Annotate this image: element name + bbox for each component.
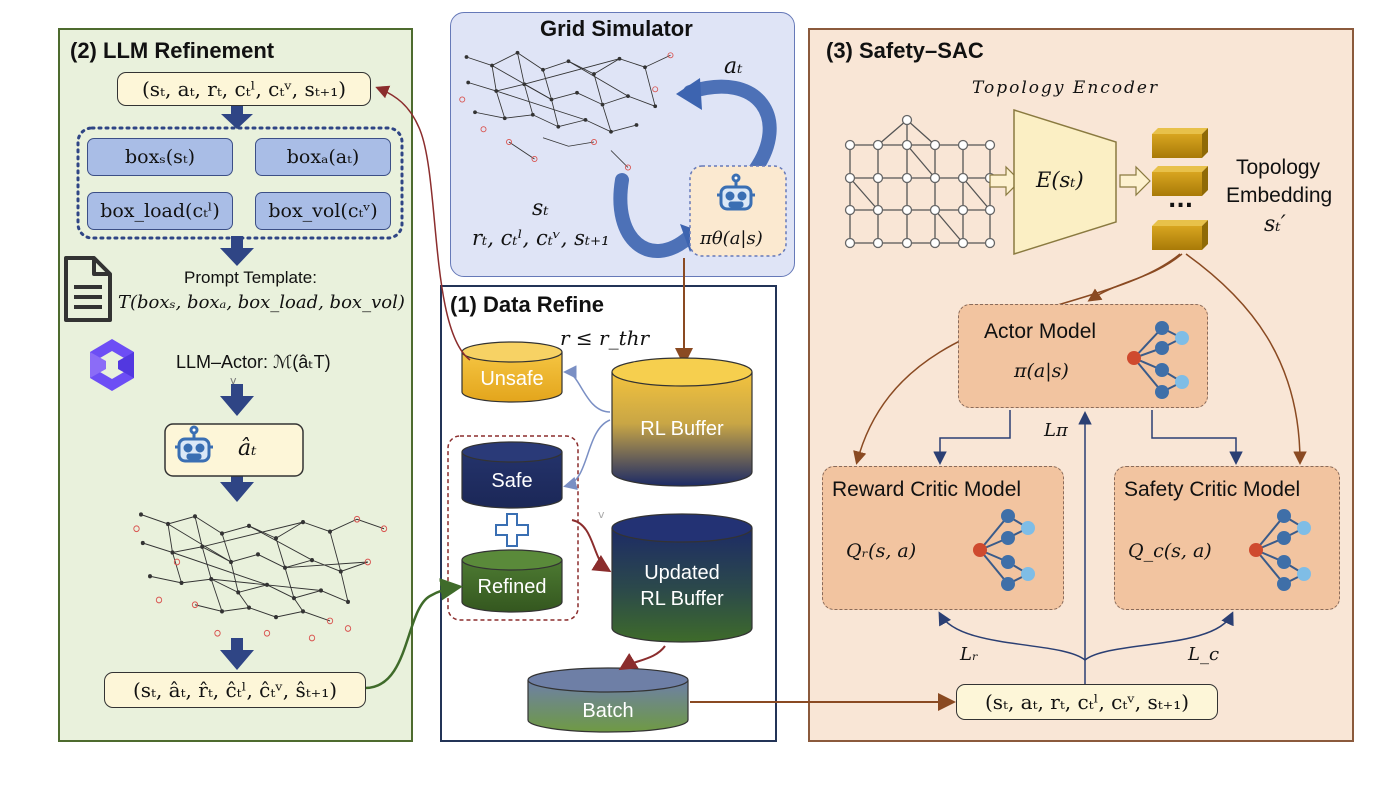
safety-critic-title: Safety Critic Model [1124, 478, 1301, 501]
tiny-mark: v [598, 508, 605, 521]
embedding-dots: ... [1168, 188, 1194, 213]
llm-actor-sub-mark: v [230, 374, 237, 387]
action-arc-arrow [683, 79, 777, 177]
updated-buffer-label-line1: Updated [644, 562, 720, 584]
sim-state-label: sₜ [532, 196, 549, 221]
embedding-to-safety-arrow [1185, 253, 1307, 465]
policy-box [689, 165, 787, 257]
safety-critic-box [1114, 466, 1340, 610]
loss-c-arrow [1084, 611, 1234, 661]
unsafe-label: Unsafe [480, 368, 544, 390]
embedding-to-actor-arrow [1087, 253, 1183, 302]
loss-r-arrow [938, 611, 1086, 661]
actor-model-title: Actor Model [984, 320, 1097, 343]
data-refine-title: (1) Data Refine [450, 292, 605, 317]
reward-threshold-label: r ≤ r_thr [560, 326, 650, 350]
actor-network-icon [1127, 321, 1189, 399]
box-group-outline [76, 126, 404, 240]
loss-r-label: Lᵣ [960, 644, 979, 665]
updated-buffer-label-line2: RL Buffer [640, 588, 724, 610]
policy-robot-icon [717, 173, 755, 211]
embedding-blocks [1152, 128, 1208, 250]
llm-flow-arrows [220, 104, 254, 670]
llm-refined-tuple: (sₜ, âₜ, r̂ₜ, ĉₜˡ, ĉₜᵛ, ŝₜ₊₁) [104, 672, 366, 708]
prompt-template-label: Prompt Template: [184, 268, 317, 287]
actor-model-formula: π(a|s) [1014, 360, 1069, 382]
updated-to-batch-arrow [618, 645, 666, 671]
document-icon [64, 256, 112, 322]
batch-cylinder [527, 667, 689, 733]
buffer-to-safe-arrow [563, 419, 611, 490]
llm-robot-box [164, 423, 304, 477]
safe-label: Safe [491, 470, 533, 492]
rl-buffer-cylinder [611, 357, 753, 487]
batch-label: Batch [582, 700, 634, 722]
merge-to-updated-arrow [571, 519, 612, 573]
refined-label: Refined [477, 576, 547, 598]
box-load: box_load(cₜˡ) [87, 192, 233, 230]
embedding-symbol: sₜ′ [1264, 212, 1286, 237]
refined-cylinder [461, 549, 563, 613]
buffer-to-unsafe-arrow [563, 365, 611, 413]
updated-buffer-cylinder [611, 513, 753, 643]
state-arc-arrow [613, 173, 695, 258]
plus-icon [495, 513, 529, 547]
safety-network-icon [1249, 509, 1311, 591]
llm-logo-icon [90, 339, 134, 391]
sac-training-tuple: (sₜ, aₜ, rₜ, cₜˡ, cₜᵛ, sₜ₊₁) [956, 684, 1218, 720]
encoder-to-embedding-arrow [1119, 165, 1151, 197]
reward-network-icon [973, 509, 1035, 591]
safe-cylinder [461, 441, 563, 509]
reward-critic-formula: Qᵣ(s, a) [846, 540, 917, 562]
box-voltage: box_vol(cₜᵛ) [255, 192, 391, 230]
llm-grid-graph [133, 512, 388, 642]
encoder-formula: E(sₜ) [1036, 168, 1084, 192]
llm-actor-label: LLM–Actor: ℳ(âₜT) [176, 352, 331, 372]
topology-encoder-label: Topology Encoder [972, 78, 1160, 98]
llm-refined-action: âₜ [238, 436, 257, 461]
loss-c-label: L_c [1188, 644, 1220, 665]
reward-critic-box [822, 466, 1064, 610]
safety-sac-title: (3) Safety–SAC [826, 38, 984, 63]
sim-outputs-label: rₜ, cₜˡ, cₜᵛ, sₜ₊₁ [472, 226, 610, 250]
unsafe-cylinder [461, 341, 563, 403]
embedding-label-line1: Topology [1236, 156, 1321, 179]
safety-critic-formula: Q_c(s, a) [1128, 540, 1212, 562]
safe-refined-group [447, 435, 579, 621]
actor-to-reward-arrow [933, 410, 1011, 465]
llm-refinement-title: (2) LLM Refinement [70, 38, 275, 63]
llm-to-refined-arrow [364, 578, 463, 690]
grid-simulator-title: Grid Simulator [540, 16, 693, 41]
rl-buffer-label: RL Buffer [640, 418, 724, 440]
sim-action-label: aₜ [724, 54, 743, 79]
reward-critic-title: Reward Critic Model [832, 478, 1022, 501]
graph-to-encoder-arrow [989, 165, 1021, 197]
llm-robot-icon [175, 425, 213, 463]
encoder-trapezoid [1013, 108, 1117, 256]
actor-to-safety-arrow [1151, 410, 1243, 465]
prompt-template-formula: T(boxₛ, boxₐ, box_load, box_vol) [118, 292, 405, 313]
loss-pi-label: Lπ [1044, 420, 1068, 441]
box-state: boxₛ(sₜ) [87, 138, 233, 176]
box-action: boxₐ(aₜ) [255, 138, 391, 176]
sim-policy-label: πθ(a|s) [700, 228, 763, 249]
llm-input-tuple: (sₜ, aₜ, rₜ, cₜˡ, cₜᵛ, sₜ₊₁) [117, 72, 371, 106]
unsafe-to-llm-arrow [375, 85, 471, 361]
topology-graph [844, 114, 996, 249]
embedding-label-line2: Embedding [1226, 184, 1333, 207]
sim-grid-graph [459, 50, 674, 171]
